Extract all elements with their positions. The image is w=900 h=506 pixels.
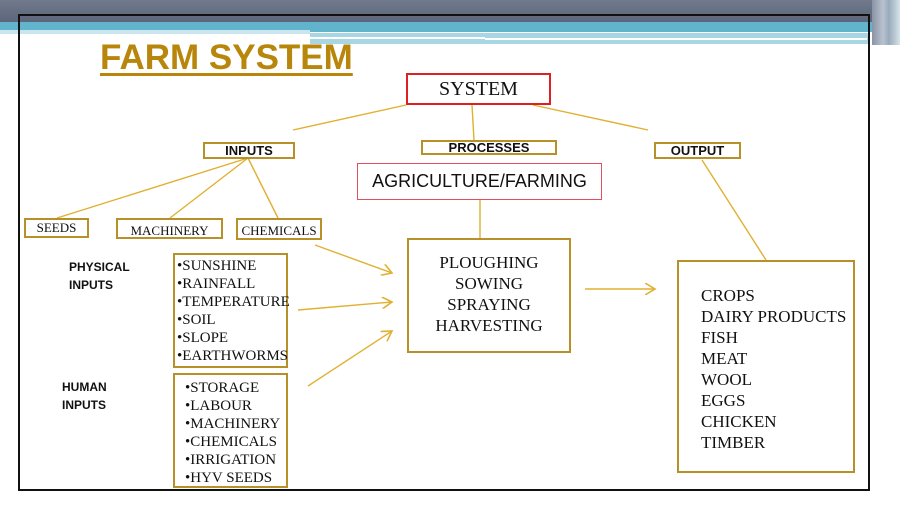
list-item: •STORAGE xyxy=(185,380,260,396)
human-label-line1: HUMAN xyxy=(62,380,107,394)
output-item: DAIRY PRODUCTS xyxy=(701,307,847,326)
input-category-seeds: SEEDS xyxy=(24,218,89,238)
inputs-label: INPUTS xyxy=(225,143,273,158)
header-band-corner xyxy=(872,0,900,45)
seeds-label: SEEDS xyxy=(36,220,77,235)
list-item: •MACHINERY xyxy=(185,416,281,432)
list-item: •SUNSHINE xyxy=(177,258,257,274)
physical-inputs-list: •SUNSHINE •RAINFALL •TEMPERATURE •SOIL •… xyxy=(173,253,290,368)
processes-label: PROCESSES xyxy=(448,140,530,155)
process-step: PLOUGHING xyxy=(439,253,539,272)
list-item: •RAINFALL xyxy=(177,276,256,292)
human-inputs-list: •STORAGE •LABOUR •MACHINERY •CHEMICALS •… xyxy=(173,373,288,488)
slide-frame xyxy=(18,14,870,491)
output-node: OUTPUT xyxy=(654,142,741,159)
process-step: SOWING xyxy=(455,274,523,293)
output-item: EGGS xyxy=(701,391,746,410)
agriculture-farming-node: AGRICULTURE/FARMING xyxy=(357,163,602,200)
list-item: •SOIL xyxy=(177,312,216,328)
process-step: SPRAYING xyxy=(447,295,531,314)
physical-inputs-label: PHYSICAL INPUTS xyxy=(69,258,130,294)
human-label-line2: INPUTS xyxy=(62,398,107,412)
header-band-dark xyxy=(0,0,900,24)
physical-label-line2: INPUTS xyxy=(69,278,114,292)
list-item: •LABOUR xyxy=(185,398,252,414)
list-item: •IRRIGATION xyxy=(185,452,277,468)
system-label: SYSTEM xyxy=(439,77,518,100)
output-label: OUTPUT xyxy=(670,143,725,158)
chemicals-label: CHEMICALS xyxy=(241,222,317,238)
list-item: •HYV SEEDS xyxy=(185,470,273,486)
human-inputs-label: HUMAN INPUTS xyxy=(62,378,107,414)
output-item: FISH xyxy=(701,328,738,347)
outputs-box: CROPS DAIRY PRODUCTS FISH MEAT WOOL EGGS… xyxy=(677,260,855,473)
agriculture-farming-label: AGRICULTURE/FARMING xyxy=(372,171,587,191)
list-item: •EARTHWORMS xyxy=(177,348,289,364)
input-category-chemicals: CHEMICALS xyxy=(236,218,322,240)
list-item: •CHEMICALS xyxy=(185,434,277,450)
header-band-highlight xyxy=(310,37,485,39)
inputs-node: INPUTS xyxy=(203,142,295,159)
processes-node: PROCESSES xyxy=(421,140,557,155)
header-band-light xyxy=(0,30,310,34)
list-item: •TEMPERATURE xyxy=(177,294,290,310)
list-item: •SLOPE xyxy=(177,330,229,346)
process-steps-box: PLOUGHING SOWING SPRAYING HARVESTING xyxy=(407,238,571,353)
header-band-highlight-2 xyxy=(485,38,867,40)
output-item: TIMBER xyxy=(701,433,766,452)
output-item: CHICKEN xyxy=(701,412,777,431)
process-step: HARVESTING xyxy=(435,316,543,335)
header-band-blue xyxy=(0,22,880,32)
output-item: CROPS xyxy=(701,286,755,305)
input-category-machinery: MACHINERY xyxy=(116,218,223,239)
output-item: MEAT xyxy=(701,349,748,368)
machinery-label: MACHINERY xyxy=(130,222,209,238)
output-item: WOOL xyxy=(701,370,752,389)
system-node: SYSTEM xyxy=(406,73,551,105)
slide-title: FARM SYSTEM xyxy=(100,38,353,77)
physical-label-line1: PHYSICAL xyxy=(69,260,130,274)
